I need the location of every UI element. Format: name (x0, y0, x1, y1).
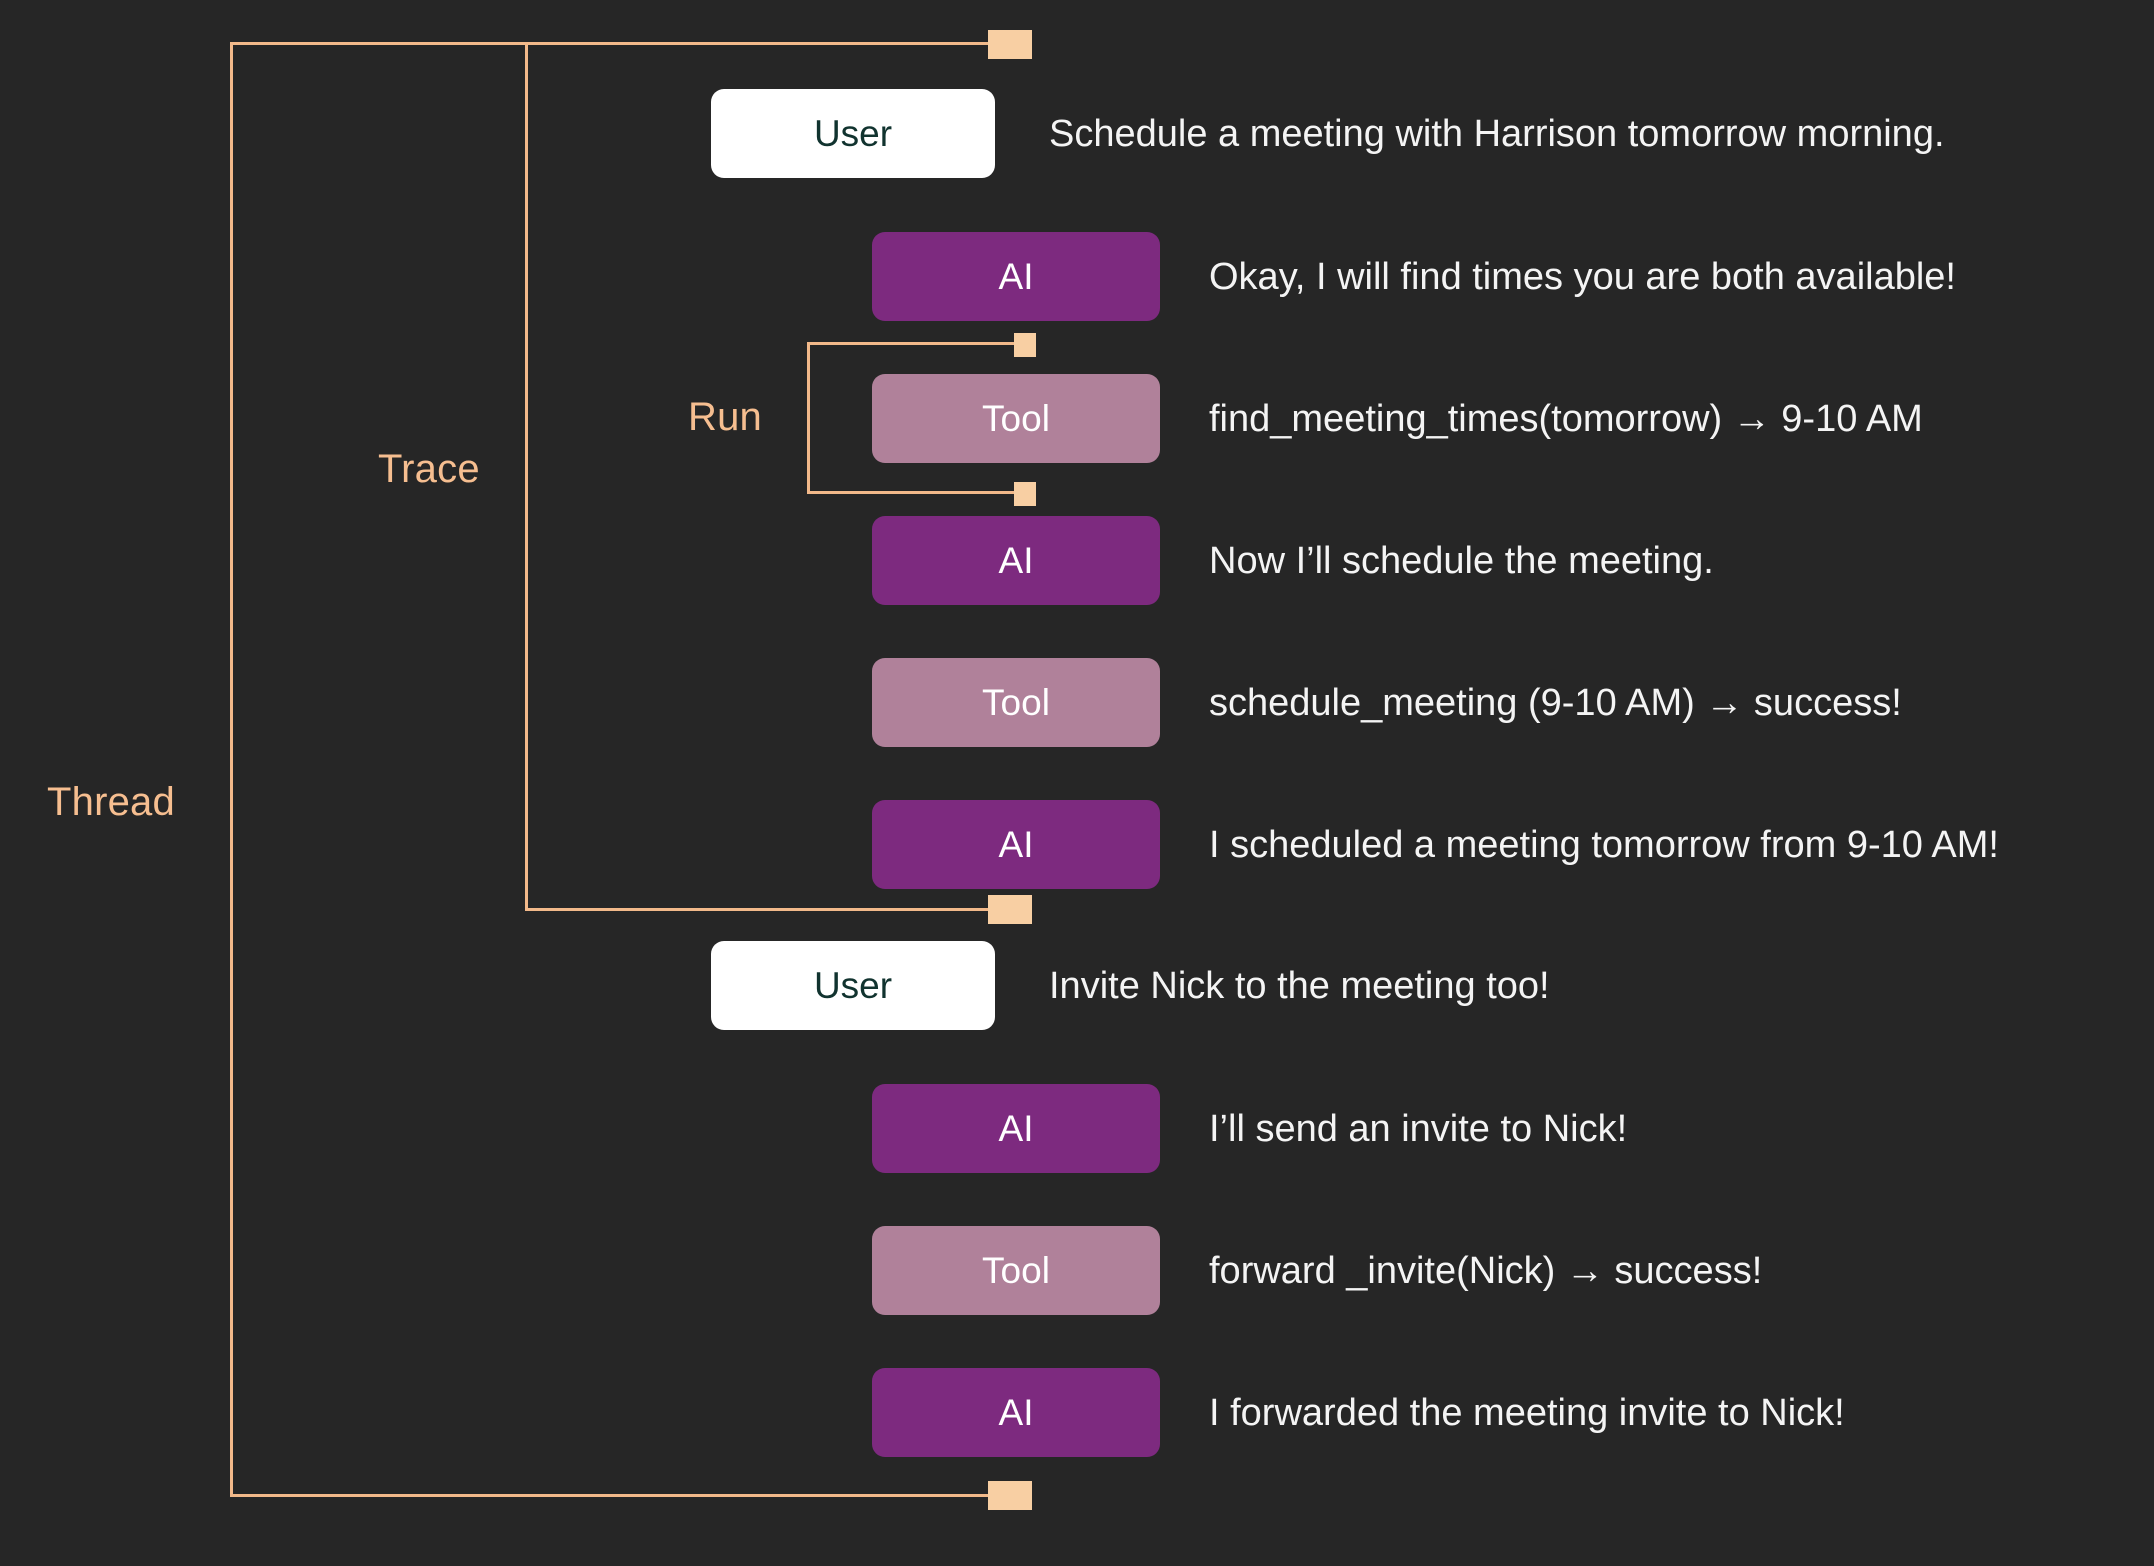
message-text: I forwarded the meeting invite to Nick! (1209, 1391, 1845, 1434)
role-chip-tool[interactable]: Tool (872, 1226, 1160, 1315)
thread-label: Thread (47, 780, 175, 824)
role-chip-ai[interactable]: AI (872, 232, 1160, 321)
role-chip-ai[interactable]: AI (872, 800, 1160, 889)
trace-label: Trace (378, 447, 480, 491)
role-chip-label: AI (998, 539, 1034, 581)
run-bracket-bottom-cap (1014, 482, 1036, 506)
message-row-ai-3: AI I scheduled a meeting tomorrow from 9… (872, 800, 1999, 889)
message-row-tool-1: Tool find_meeting_times(tomorrow) → 9-10… (872, 374, 1923, 463)
trace-bracket-top-arm (525, 42, 1000, 45)
role-chip-ai[interactable]: AI (872, 1368, 1160, 1457)
message-text: find_meeting_times(tomorrow) → 9-10 AM (1209, 397, 1923, 440)
role-chip-ai[interactable]: AI (872, 516, 1160, 605)
message-text: Now I’ll schedule the meeting. (1209, 539, 1714, 582)
trace-bracket-vertical (525, 42, 528, 910)
message-row-user-1: User Schedule a meeting with Harrison to… (711, 89, 1945, 178)
message-text: forward _invite(Nick) → success! (1209, 1249, 1763, 1292)
role-chip-user[interactable]: User (711, 89, 995, 178)
message-row-tool-2: Tool schedule_meeting (9-10 AM) → succes… (872, 658, 1902, 747)
message-row-ai-5: AI I forwarded the meeting invite to Nic… (872, 1368, 1845, 1457)
role-chip-label: User (813, 964, 893, 1006)
role-chip-user[interactable]: User (711, 941, 995, 1030)
run-bracket-bottom-arm (807, 491, 1021, 494)
message-row-ai-4: AI I’ll send an invite to Nick! (872, 1084, 1627, 1173)
role-chip-label: AI (998, 823, 1034, 865)
message-row-ai-1: AI Okay, I will find times you are both … (872, 232, 1956, 321)
run-bracket-top-cap (1014, 333, 1036, 357)
role-chip-label: Tool (982, 681, 1050, 723)
role-chip-tool[interactable]: Tool (872, 658, 1160, 747)
role-chip-tool[interactable]: Tool (872, 374, 1160, 463)
message-text: Okay, I will find times you are both ava… (1209, 255, 1956, 298)
role-chip-label: Tool (982, 1249, 1050, 1291)
message-text: schedule_meeting (9-10 AM) → success! (1209, 681, 1902, 724)
message-text: Invite Nick to the meeting too! (1049, 964, 1550, 1007)
role-chip-label: AI (998, 255, 1034, 297)
role-chip-label: User (813, 112, 893, 154)
trace-bracket-bottom-arm (525, 908, 1000, 911)
message-row-tool-3: Tool forward _invite(Nick) → success! (872, 1226, 1762, 1315)
role-chip-label: AI (998, 1391, 1034, 1433)
message-text: I scheduled a meeting tomorrow from 9-10… (1209, 823, 1999, 866)
message-row-ai-2: AI Now I’ll schedule the meeting. (872, 516, 1714, 605)
message-text: Schedule a meeting with Harrison tomorro… (1049, 112, 1945, 155)
thread-bracket-vertical (230, 42, 233, 1497)
role-chip-label: AI (998, 1107, 1034, 1149)
role-chip-label: Tool (982, 397, 1050, 439)
thread-bracket-bottom-cap (988, 1481, 1032, 1510)
trace-bracket-bottom-cap (988, 895, 1032, 924)
trace-bracket-top-cap (988, 30, 1032, 59)
run-bracket-vertical (807, 342, 810, 494)
run-label: Run (688, 395, 762, 439)
message-row-user-2: User Invite Nick to the meeting too! (711, 941, 1550, 1030)
run-bracket-top-arm (807, 342, 1021, 345)
message-text: I’ll send an invite to Nick! (1209, 1107, 1628, 1150)
thread-bracket-bottom-arm (230, 1494, 1000, 1497)
role-chip-ai[interactable]: AI (872, 1084, 1160, 1173)
